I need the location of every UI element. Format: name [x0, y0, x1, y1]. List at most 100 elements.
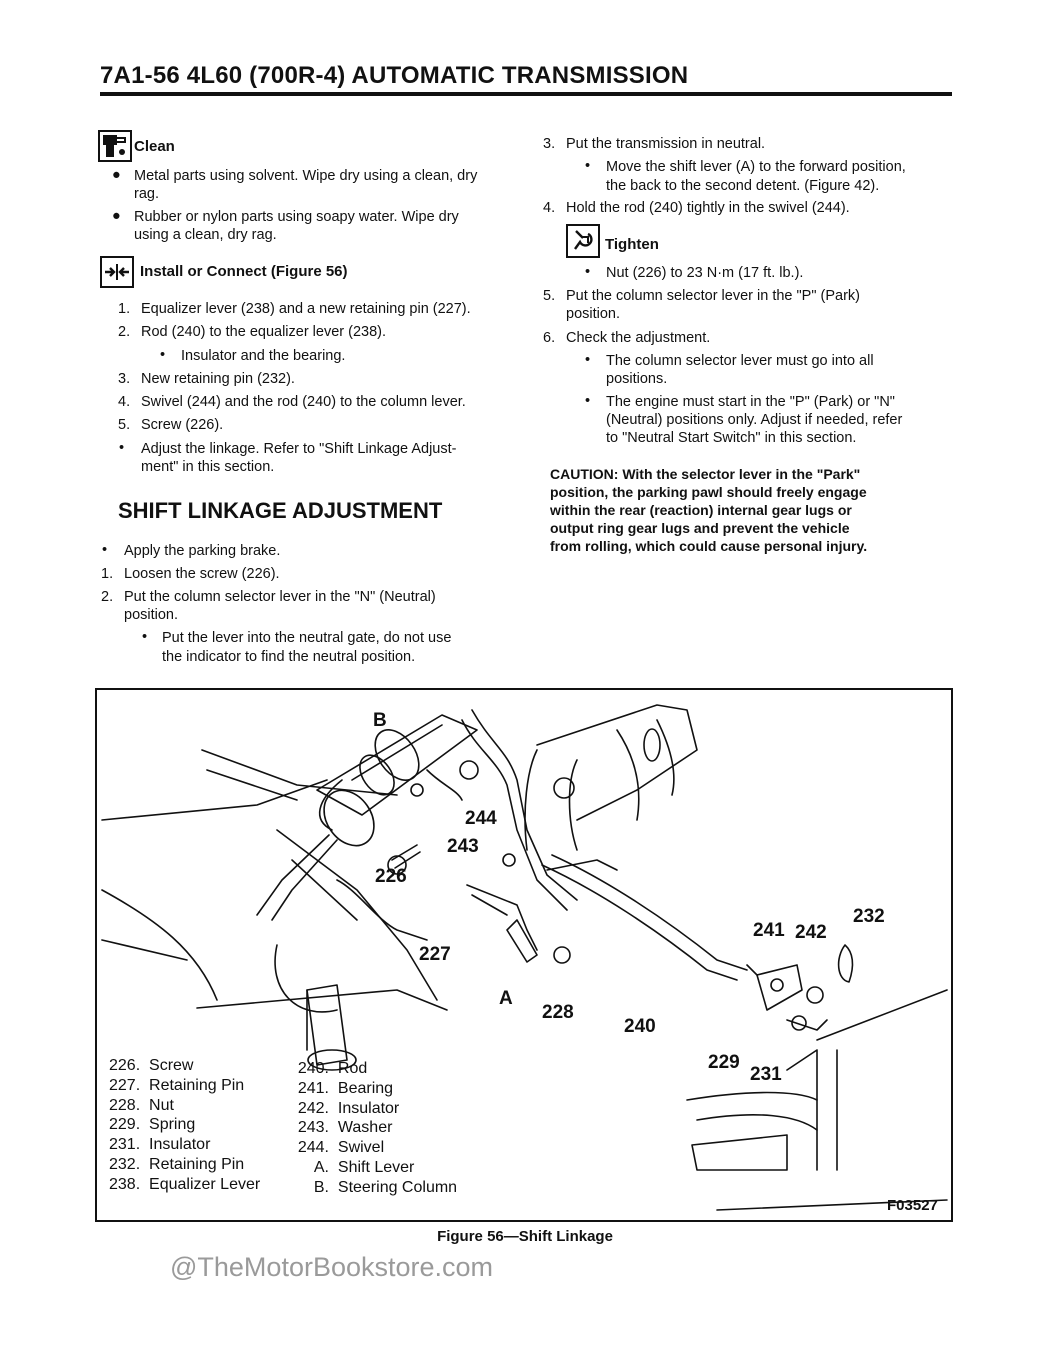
callout-231: 231: [750, 1064, 782, 1085]
install-step-text: Insulator and the bearing.: [181, 348, 346, 364]
legend-item: 242. Insulator: [297, 1099, 400, 1117]
figure-caption: Figure 56—Shift Linkage: [437, 1228, 613, 1245]
right-step-text: (Neutral) positions only. Adjust if need…: [606, 412, 903, 428]
legend-item: 244. Swivel: [297, 1139, 385, 1157]
install-step-num: •: [160, 347, 166, 363]
adjust-step-text: the indicator to find the neutral positi…: [162, 649, 416, 665]
right-step-text: the back to the second detent. (Figure 4…: [606, 178, 880, 194]
callout-242: 242: [795, 922, 827, 943]
callout-a: A: [499, 988, 513, 1009]
adjust-step-num: •: [142, 629, 148, 645]
right-step-text: positions.: [606, 371, 668, 387]
legend-item: 238. Equalizer Lever: [109, 1175, 261, 1193]
adjust-step-num: 1.: [101, 566, 114, 582]
install-title: Install or Connect (Figure 56): [140, 263, 348, 280]
page-header-title: 7A1-56 4L60 (700R-4) AUTOMATIC TRANSMISS…: [100, 62, 689, 89]
legend-item: 243. Washer: [297, 1119, 393, 1137]
legend-item: 240. Rod: [297, 1060, 368, 1077]
legend-item: 231. Insulator: [109, 1136, 211, 1154]
right-step-num: •: [585, 264, 591, 280]
adjust-step-text: Put the column selector lever in the "N"…: [124, 589, 436, 605]
install-step-text: New retaining pin (232).: [141, 371, 295, 387]
callout-229: 229: [708, 1052, 740, 1073]
right-step-text: Put the transmission in neutral.: [566, 136, 766, 152]
legend-item: 229. Spring: [109, 1116, 196, 1134]
tighten-title: Tighten: [605, 236, 659, 253]
legend-right: 240. Rod 241. Bearing 242. Insulator 243…: [293, 1059, 457, 1198]
legend-item: 241. Bearing: [297, 1079, 394, 1097]
right-step-num: •: [585, 393, 591, 409]
caution-line: position, the parking pawl should freely…: [550, 484, 867, 500]
right-step-text: Put the column selector lever in the "P"…: [566, 288, 860, 304]
right-step-num: •: [585, 158, 591, 174]
clean-bullet-dot: ●: [112, 167, 121, 183]
adjust-step-num: •: [102, 542, 108, 558]
adjust-step-text: position.: [124, 607, 179, 623]
install-step-num: 3.: [118, 371, 131, 387]
right-step-text: The engine must start in the "P" (Park) …: [606, 394, 895, 410]
install-step-num: 5.: [118, 417, 131, 433]
figure-code: F03527: [887, 1197, 938, 1214]
legend-item: 232. Retaining Pin: [109, 1155, 245, 1173]
install-step-text: Rod (240) to the equalizer lever (238).: [141, 324, 387, 340]
callout-243: 243: [447, 836, 479, 857]
legend-item: 227. Retaining Pin: [109, 1076, 245, 1094]
adjust-step-text: Apply the parking brake.: [124, 543, 281, 559]
legend-item: A. Shift Lever: [313, 1158, 415, 1176]
figure-56-shift-linkage: B 244 243 226 227 A 228 240 241 242 232 …: [95, 688, 953, 1222]
right-step-text: Hold the rod (240) tightly in the swivel…: [566, 200, 850, 216]
adjust-step-text: Put the lever into the neutral gate, do …: [162, 630, 452, 646]
callout-240: 240: [624, 1016, 656, 1037]
caution-line: within the rear (reaction) internal gear…: [550, 502, 852, 518]
adjust-step-text: Loosen the screw (226).: [124, 566, 280, 582]
legend-item: 226. Screw: [109, 1057, 194, 1074]
right-step-text: to "Neutral Start Switch" in this sectio…: [606, 430, 857, 446]
clean-title: Clean: [134, 138, 175, 155]
legend-item: B. Steering Column: [313, 1178, 458, 1196]
right-step-num: 3.: [543, 136, 556, 152]
right-step-text: position.: [566, 306, 621, 322]
adjust-step-num: 2.: [101, 589, 114, 605]
legend-item: 228. Nut: [109, 1096, 174, 1114]
install-step-text: Adjust the linkage. Refer to "Shift Link…: [141, 441, 457, 457]
clean-bullet-2-line-2: using a clean, dry rag.: [134, 227, 277, 243]
install-connect-icon: [100, 256, 134, 288]
install-step-num: 2.: [118, 324, 131, 340]
callout-227: 227: [419, 944, 451, 965]
right-step-text: Nut (226) to 23 N·m (17 ft. lb.).: [606, 265, 804, 281]
header-rule: [100, 92, 952, 96]
caution-block: CAUTION: With the selector lever in the …: [550, 465, 910, 555]
right-step-num: •: [585, 352, 591, 368]
callout-232: 232: [853, 906, 885, 927]
tighten-wrench-icon: [566, 224, 600, 258]
clean-bullet-1-line-2: rag.: [134, 186, 159, 202]
callout-241: 241: [753, 920, 785, 941]
right-step-text: Check the adjustment.: [566, 330, 711, 346]
install-step-text: ment" in this section.: [141, 459, 275, 475]
caution-line: CAUTION: With the selector lever in the …: [550, 466, 861, 482]
clean-bullet-1-line-1: Metal parts using solvent. Wipe dry usin…: [134, 168, 478, 184]
right-step-num: 4.: [543, 200, 556, 216]
install-step-text: Swivel (244) and the rod (240) to the co…: [141, 394, 466, 410]
callout-228: 228: [542, 1002, 574, 1023]
watermark: @TheMotorBookstore.com: [170, 1252, 494, 1282]
install-step-num: •: [119, 440, 125, 456]
legend-left: 226. Screw 227. Retaining Pin 228. Nut 2…: [109, 1056, 260, 1195]
right-step-num: 5.: [543, 288, 556, 304]
install-step-text: Screw (226).: [141, 417, 224, 433]
install-step-text: Equalizer lever (238) and a new retainin…: [141, 301, 471, 317]
callout-b: B: [373, 710, 387, 731]
shift-linkage-illustration: [101, 704, 948, 1211]
right-step-text: The column selector lever must go into a…: [606, 353, 874, 369]
clean-bullet-dot: ●: [112, 208, 121, 224]
install-step-num: 1.: [118, 301, 131, 317]
caution-line: from rolling, which could cause personal…: [550, 538, 868, 554]
clean-icon: [98, 130, 132, 162]
callout-226: 226: [375, 866, 407, 887]
section-heading: SHIFT LINKAGE ADJUSTMENT: [118, 498, 443, 523]
callout-244: 244: [465, 808, 497, 829]
right-step-num: 6.: [543, 330, 556, 346]
clean-bullet-2-line-1: Rubber or nylon parts using soapy water.…: [134, 209, 459, 225]
caution-line: output ring gear lugs and prevent the ve…: [550, 520, 850, 536]
right-step-text: Move the shift lever (A) to the forward …: [606, 159, 906, 175]
